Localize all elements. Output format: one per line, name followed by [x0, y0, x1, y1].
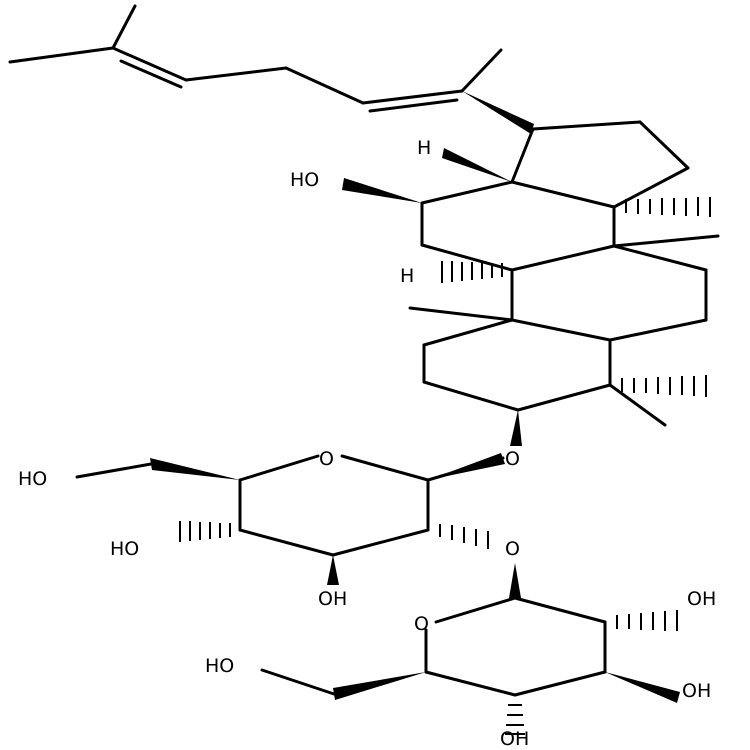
sugar-ring-1 [75, 454, 430, 585]
bond [510, 180, 616, 209]
bond [612, 244, 708, 272]
bond [331, 528, 430, 557]
bond [516, 383, 612, 412]
bond [513, 596, 607, 624]
wedge-bond [510, 410, 522, 446]
wedge-bond [442, 148, 512, 182]
bond [510, 127, 535, 184]
double-bond-inner [368, 98, 459, 113]
bond [184, 66, 288, 82]
methyl-bond [408, 306, 514, 322]
bond [422, 318, 514, 347]
bond [513, 670, 607, 697]
bond [8, 46, 115, 64]
hashed-bonds-sugar-2 [505, 610, 678, 735]
atom-label-ho: HO [290, 169, 319, 191]
bond [510, 318, 612, 342]
bond [260, 668, 336, 696]
methyl-groups [408, 234, 720, 427]
bond [75, 462, 153, 479]
wedge-bond [462, 91, 534, 134]
bond [284, 66, 365, 105]
atom-label-ho: HO [205, 655, 234, 677]
bond [460, 48, 503, 93]
atom-label-oh: OH [682, 680, 711, 702]
wedge-bond [150, 458, 240, 480]
wedge-bond [428, 453, 505, 480]
atom-labels: H HO H O O HO HO OH O O OH HO OH OH [18, 137, 716, 750]
bond [361, 89, 464, 105]
methyl-bond [612, 234, 720, 248]
bond [608, 318, 708, 342]
atom-label-ho: HO [110, 538, 139, 560]
wedge-bond [327, 555, 339, 585]
wedge-bond [333, 672, 426, 700]
wedge-bond [342, 178, 422, 203]
hashed-bonds-core [441, 197, 711, 397]
wedge-bond [605, 672, 680, 703]
ring-b [510, 244, 708, 342]
double-bond-inner [119, 59, 183, 89]
atom-label-h: H [400, 265, 414, 287]
bond [340, 454, 430, 482]
sugar-ring-2 [260, 563, 680, 703]
atom-label-o: O [319, 448, 334, 470]
atom-label-o: O [505, 538, 520, 560]
ring-c [342, 178, 616, 272]
side-chain [8, 4, 534, 134]
bond [531, 120, 642, 131]
methyl-bond [608, 383, 667, 427]
atom-label-oh: OH [318, 588, 347, 610]
bond [510, 244, 616, 272]
bond [111, 4, 137, 50]
atom-label-o: O [505, 448, 520, 470]
ring-a [422, 318, 612, 412]
ring-d [442, 120, 690, 209]
atom-label-oh: OH [687, 588, 716, 610]
hashed-bonds-sugar-1 [179, 521, 489, 549]
bond [420, 180, 514, 205]
bond [420, 243, 514, 272]
atom-label-ho: HO [18, 468, 47, 490]
bond [238, 528, 335, 557]
atom-label-o: O [414, 613, 429, 635]
atom-label-oh: OH [500, 728, 529, 750]
wedge-bond [509, 563, 521, 598]
bond [638, 120, 690, 170]
bond [238, 454, 320, 482]
bond [111, 46, 188, 82]
bond [422, 380, 520, 412]
atom-label-h: H [417, 137, 431, 159]
bond [424, 670, 517, 697]
bond [434, 596, 517, 624]
